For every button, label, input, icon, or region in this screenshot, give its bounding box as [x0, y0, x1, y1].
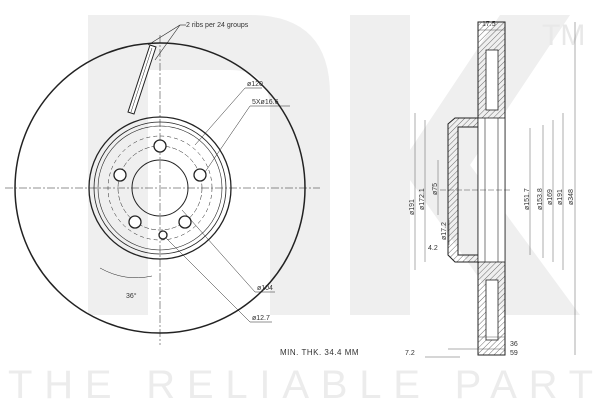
dim-left-4: ø17.2 [441, 222, 448, 240]
dim-bottom-c: 7.2 [405, 350, 415, 357]
bolt-holes-label: 5Xø16.6 [252, 99, 279, 106]
slogan-watermark: THE RELIABLE PART [8, 363, 593, 400]
bolt-hole [113, 168, 127, 182]
dim-right-1: ø151.7 [524, 188, 531, 210]
min-thickness-note: MIN. THK. 34.4 MM [280, 348, 359, 357]
dim-left-1: ø191 [409, 199, 416, 215]
bolt-circle-label: ø120 [247, 81, 263, 88]
dim-left-3: ø75 [432, 183, 439, 195]
dim-right-2: ø153.8 [537, 188, 544, 210]
bolt-holes [113, 139, 207, 240]
dim-left-5: 4.2 [428, 245, 438, 252]
dim-bottom-b: 59 [510, 350, 518, 357]
bolt-hole [193, 168, 207, 182]
dim-left-2: ø172.1 [419, 188, 426, 210]
dim-right-4: ø191 [557, 189, 564, 205]
nk-logo-watermark [88, 15, 580, 315]
trademark-mark: TM [542, 19, 585, 52]
center-bore [131, 159, 189, 217]
vent-rib [127, 44, 157, 115]
center-bore-label: ø104 [257, 285, 273, 292]
dim-bottom-a: 36 [510, 341, 518, 348]
hub-outer [88, 116, 232, 260]
disc-outer-edge [14, 42, 306, 334]
bolt-hole [178, 215, 192, 229]
bolt-hole [128, 215, 142, 229]
disc-front-view: 2 ribs per 24 groups ø120 5Xø16.6 ø104 ø… [5, 22, 320, 345]
dim-right-3: ø169 [547, 189, 554, 205]
small-hole [158, 230, 168, 240]
small-hole-label: ø12.7 [252, 315, 270, 322]
bolt-hole [153, 139, 167, 153]
dim-right-5: ø348 [568, 189, 575, 205]
angle-label: 36° [126, 292, 137, 300]
disc-section-view: 17.5 ø191 ø172.1 ø75 ø17.2 4.2 ø151.7 ø1… [405, 21, 576, 358]
thickness-label: 17.5 [482, 21, 496, 28]
rib-note: 2 ribs per 24 groups [186, 22, 249, 29]
